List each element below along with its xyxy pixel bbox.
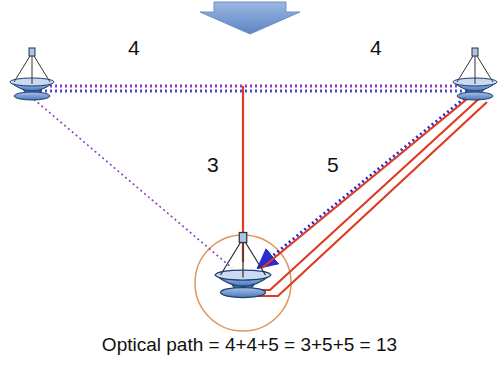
signal-path: [258, 96, 482, 290]
return-path: [258, 92, 472, 268]
distance-label: 5: [327, 153, 339, 177]
caption: Optical path = 4+4+5 = 3+5+5 = 13: [0, 334, 499, 356]
incoming-arrow: [200, 2, 300, 34]
signal-path: [256, 102, 487, 296]
baseline-path: [30, 85, 478, 88]
distance-label: 4: [370, 36, 382, 60]
signal-path: [262, 90, 478, 268]
distance-label: 4: [128, 36, 140, 60]
radio-dish: [10, 48, 54, 100]
distance-label: 3: [207, 153, 219, 177]
delay-path: [30, 96, 232, 268]
radio-dish: [216, 233, 271, 298]
radio-dish: [453, 48, 497, 100]
baseline-path: [30, 90, 478, 93]
